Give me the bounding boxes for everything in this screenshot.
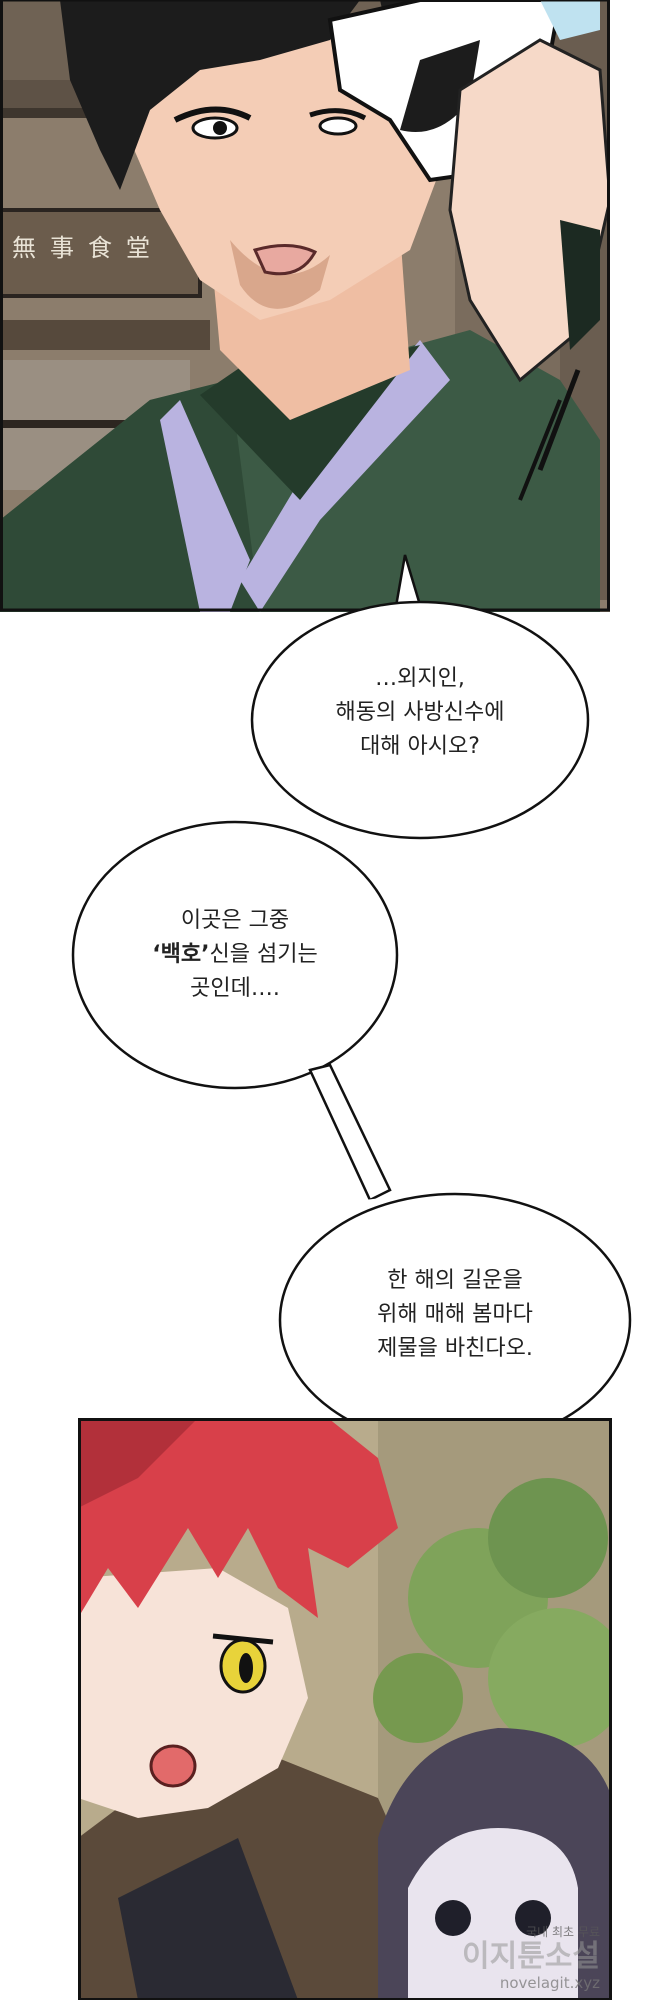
speech-bubble-1: [250, 600, 590, 840]
watermark-tagline: 국내 최초 무료: [526, 1925, 600, 1939]
watermark: 국내 최초 무료 이지툰소설 novelagit.xyz: [462, 1923, 600, 1992]
bubble-1-line-3: 대해 아시오?: [360, 734, 480, 759]
bubble-2-line-2: ‘백호’신을 섬기는: [85, 938, 385, 972]
watermark-url: novelagit.xyz: [499, 1974, 600, 1992]
bottom-panel: 국내 최초 무료 이지툰소설 novelagit.xyz: [78, 1418, 612, 2000]
speech-bubble-2: [71, 820, 399, 1090]
bubble-3-line-3: 제물을 바친다오.: [377, 1336, 533, 1361]
bubble-2-line-1: 이곳은 그중: [180, 908, 290, 933]
bubble-3-text: 한 해의 길운을 위해 매해 봄마다 제물을 바친다오.: [305, 1264, 605, 1366]
bubble-2-text: 이곳은 그중 ‘백호’신을 섬기는 곳인데….: [85, 904, 385, 1006]
watermark-brand: 이지툰소설: [462, 1939, 600, 1974]
bubble-1-line-2: 해동의 사방신수에: [335, 700, 505, 725]
top-panel: 無事食堂: [0, 0, 610, 612]
bubble-2-line-2-rest: 신을 섬기는: [209, 942, 318, 967]
speech-bubbles-layer: [71, 554, 632, 1448]
bubble-2-bold-word: ‘백호’: [152, 942, 210, 967]
bubble-3-line-2: 위해 매해 봄마다: [377, 1302, 533, 1327]
bubble-3-line-1: 한 해의 길운을: [387, 1268, 523, 1293]
bubble-1-text: …외지인, 해동의 사방신수에 대해 아시오?: [270, 662, 570, 764]
shop-sign-text: 無事食堂: [12, 234, 164, 262]
bubble-2-line-3: 곳인데….: [190, 976, 280, 1001]
man-with-mask-illustration: [0, 0, 610, 612]
red-haired-boy-illustration: [78, 1418, 612, 2000]
bubble-1-line-1: …외지인,: [375, 666, 465, 691]
